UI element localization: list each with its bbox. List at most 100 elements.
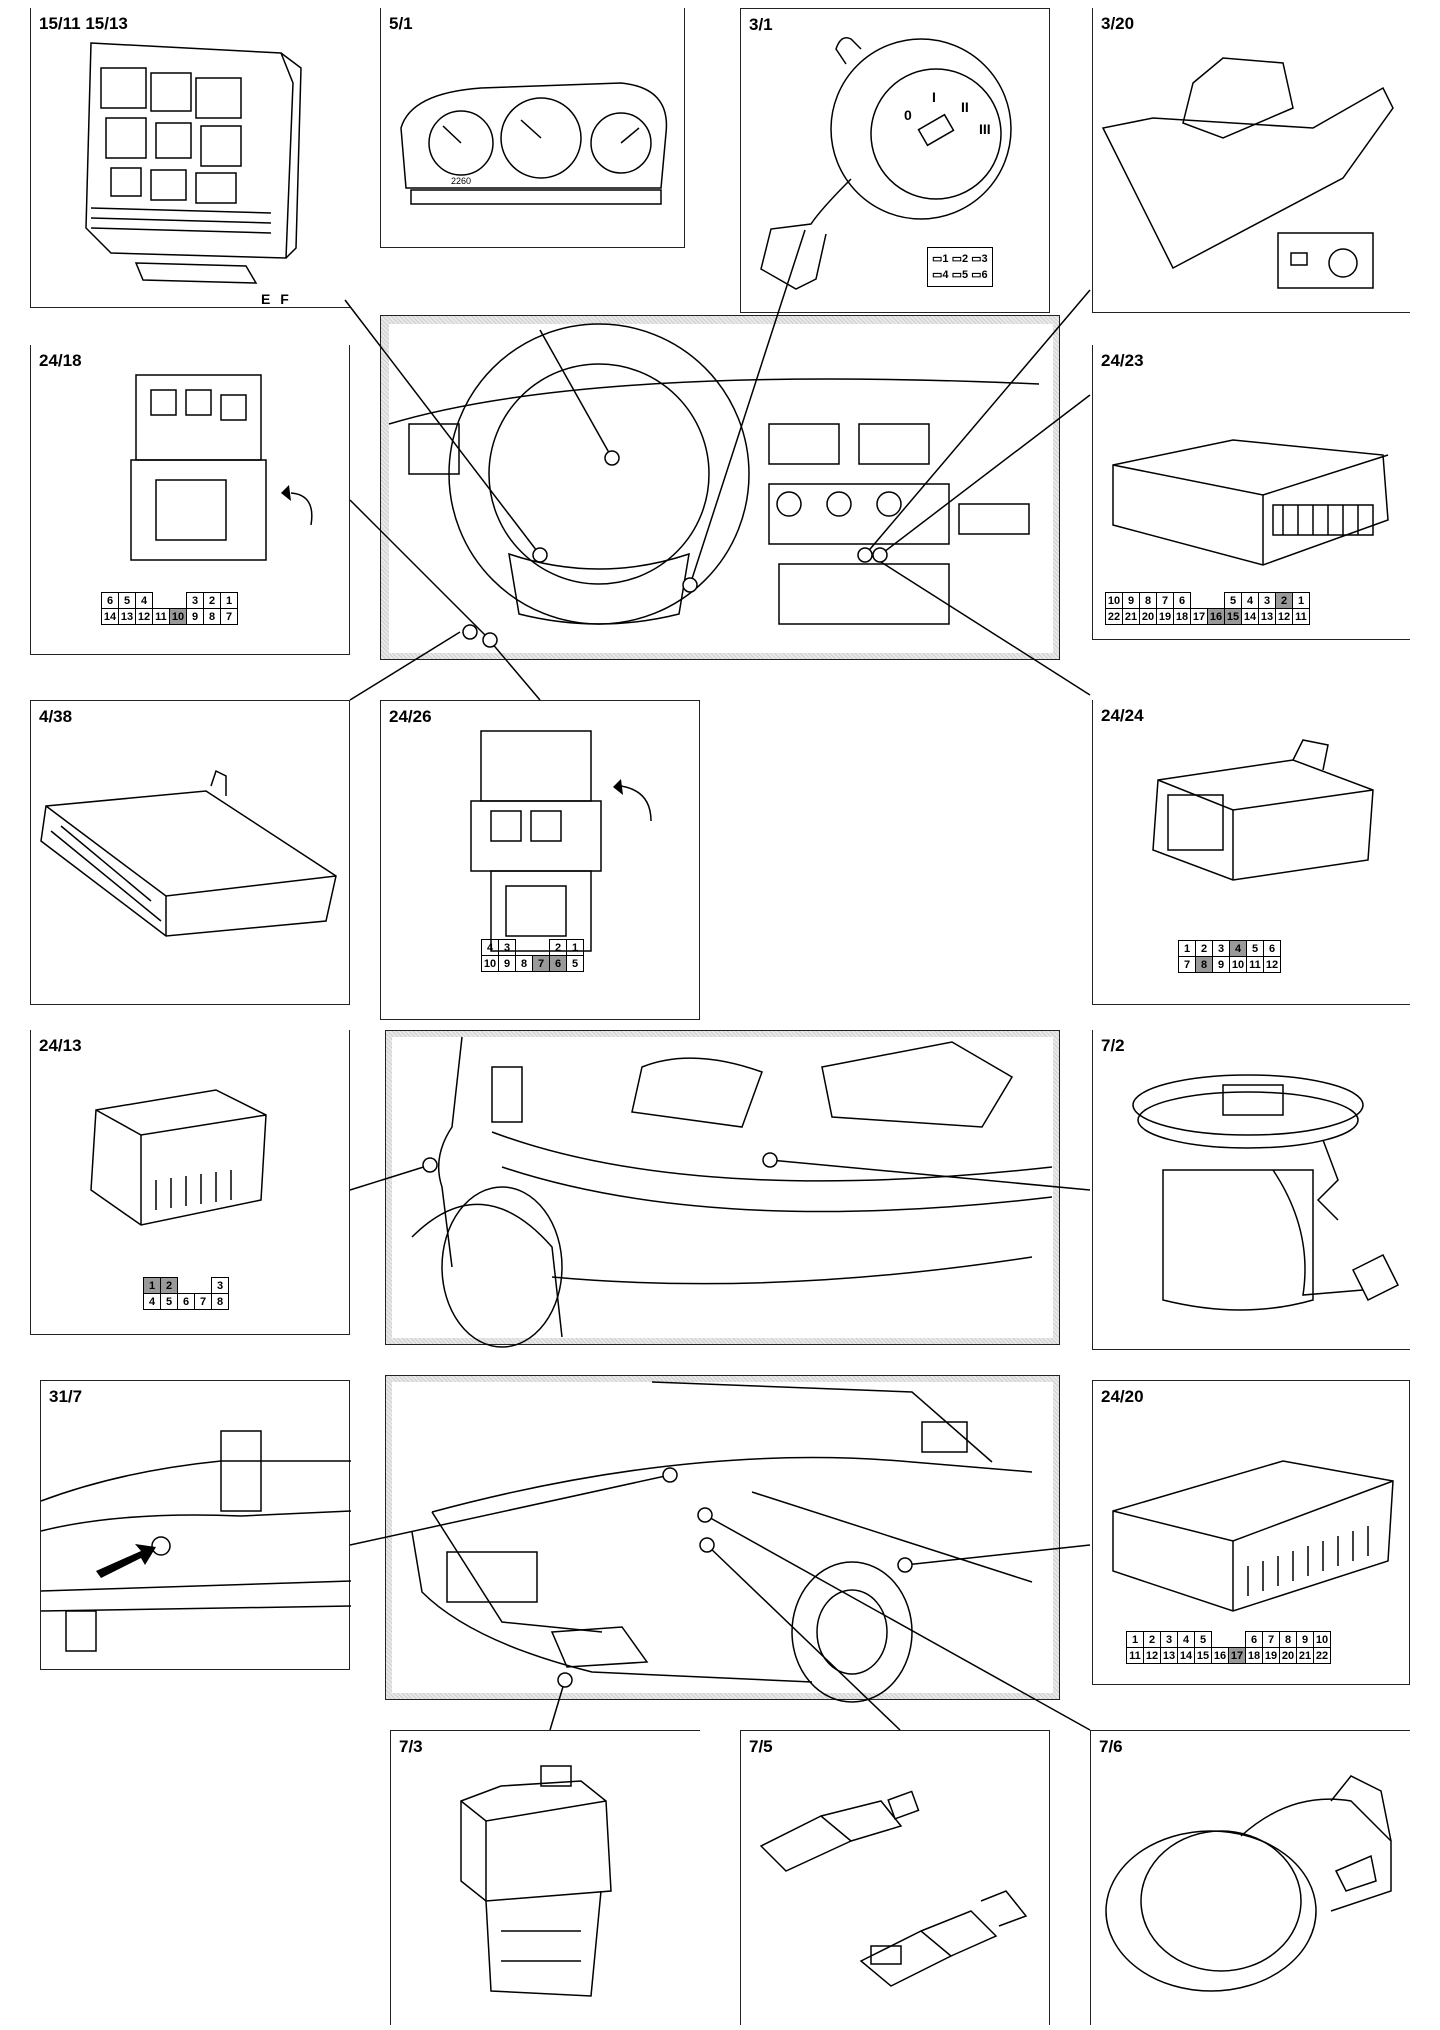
connector-pin: 19 — [1156, 608, 1174, 625]
connector-pin: 7 — [1178, 956, 1196, 973]
panel-7-2: 7/2 — [1092, 1030, 1410, 1350]
ground-point-drawing — [40, 1430, 352, 1652]
connector-pin: 4 — [1177, 1631, 1195, 1648]
connector-pin: 2 — [1195, 940, 1213, 957]
connector-pin: 15 — [1224, 608, 1242, 625]
connector-pin — [195, 1278, 212, 1294]
connector-pin: 6 — [549, 955, 567, 972]
connector-pin: 15 — [1194, 1647, 1212, 1664]
connector-pin: 5 — [160, 1293, 178, 1310]
panel-3-20: 3/20 — [1092, 8, 1410, 313]
connector-24-23-drawing — [1112, 439, 1389, 566]
connector-pin: 2 — [203, 592, 221, 609]
component-label: 7/5 — [749, 1737, 773, 1756]
connector-pin: 22 — [1313, 1647, 1331, 1664]
connector-pin: 14 — [101, 608, 119, 625]
connector-pin — [1229, 1632, 1246, 1648]
connector-pin: 1 — [1126, 1631, 1144, 1648]
connector-pin: 7 — [220, 608, 238, 625]
connector-pin — [1208, 593, 1225, 609]
component-label: 7/3 — [399, 1737, 423, 1756]
ignition-switch-drawing — [760, 37, 1012, 290]
switch-position-III: III — [979, 121, 991, 137]
pin-legend-row: ▭4 ▭5 ▭6 — [932, 269, 988, 281]
dashboard-interior-drawing — [388, 323, 1053, 653]
connector-pin: 1 — [566, 939, 584, 956]
connector-pin: 1 — [220, 592, 238, 609]
connector-pin: 6 — [1263, 940, 1281, 957]
connector-pin: 14 — [1241, 608, 1259, 625]
central-electronic-module-drawing — [130, 374, 313, 561]
switch-module-drawing — [1101, 57, 1394, 289]
connector-pin: 18 — [1173, 608, 1191, 625]
connector-pin: 2 — [1275, 592, 1293, 609]
panel-3-1: 3/1 0 I II III ▭1 ▭2 ▭3 ▭4 ▭5 ▭6 — [740, 8, 1050, 313]
connector-pin: 3 — [1160, 1631, 1178, 1648]
connector-pin: 13 — [1258, 608, 1276, 625]
connector-pin: 2 — [1143, 1631, 1161, 1648]
component-label: 7/2 — [1101, 1036, 1125, 1055]
connector-pin: 5 — [1194, 1631, 1212, 1648]
connector-pin: 8 — [203, 608, 221, 625]
connector-pin: 11 — [1246, 956, 1264, 973]
connector-24-13-drawing — [90, 1089, 267, 1226]
connector-pin: 16 — [1211, 1647, 1229, 1664]
component-label: 4/38 — [39, 707, 73, 726]
connector-pin: 20 — [1279, 1647, 1297, 1664]
component-label: 5/1 — [389, 14, 413, 33]
component-label: 3/20 — [1101, 14, 1135, 33]
rear-bumper-overview — [385, 1030, 1060, 1348]
ignition-pin-legend: ▭1 ▭2 ▭3 ▭4 ▭5 ▭6 — [927, 247, 993, 287]
panel-15-11-15-13: 15/11 15/13 E F — [30, 8, 350, 308]
connector-pin: 10 — [481, 955, 499, 972]
connector-pin: 9 — [186, 608, 204, 625]
connector-pin: 8 — [1279, 1631, 1297, 1648]
connector-pin: 7 — [194, 1293, 212, 1310]
pin-legend-row: ▭1 ▭2 ▭3 — [932, 253, 988, 265]
switch-position-0: 0 — [904, 107, 912, 123]
connector-pin: 9 — [498, 955, 516, 972]
connector-24-24-drawing — [1152, 739, 1374, 881]
connector-pin: 13 — [118, 608, 136, 625]
connector-pin — [1191, 593, 1208, 609]
connector-pin: 19 — [1262, 1647, 1280, 1664]
component-label: 7/6 — [1099, 1737, 1123, 1756]
switch-position-II: II — [961, 99, 969, 115]
component-label: 24/24 — [1101, 706, 1144, 725]
connector-pin: 7 — [1156, 592, 1174, 609]
connector-pin: 4 — [1229, 940, 1247, 957]
connector-pin — [153, 593, 170, 609]
connector-pin: 4 — [1241, 592, 1259, 609]
connector-pin: 10 — [1105, 592, 1123, 609]
component-label: 15/11 15/13 — [39, 14, 128, 33]
connector-pin: 6 — [1245, 1631, 1263, 1648]
connector-pin: 12 — [1275, 608, 1293, 625]
connector-pin: 1 — [143, 1277, 161, 1294]
connector-pin: 8 — [1139, 592, 1157, 609]
rear-bumper-drawing — [392, 1036, 1053, 1348]
connector-pin: 5 — [118, 592, 136, 609]
connector-pin: 11 — [152, 608, 170, 625]
connector-pin — [533, 940, 550, 956]
connector-24-20-drawing — [1112, 1460, 1394, 1612]
odometer-readout: 2260 — [451, 176, 472, 186]
connector-pin: 3 — [186, 592, 204, 609]
connector-pin: 18 — [1245, 1647, 1263, 1664]
connector-pin: 10 — [169, 608, 187, 625]
connector-pin: 5 — [1224, 592, 1242, 609]
connector-pin: 9 — [1122, 592, 1140, 609]
connector-pin: 17 — [1228, 1647, 1246, 1664]
temperature-sensor-drawing — [759, 1790, 1028, 1987]
connector-pin: 7 — [1262, 1631, 1280, 1648]
connector-pin: 14 — [1177, 1647, 1195, 1664]
